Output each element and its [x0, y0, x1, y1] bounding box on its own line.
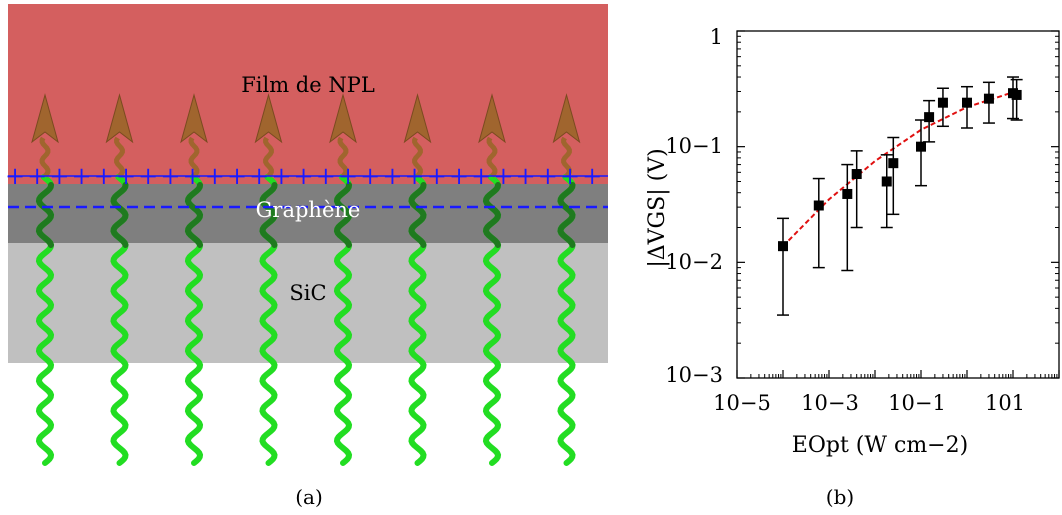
plus-charge: +	[471, 162, 491, 190]
x-axis-title: EOpt (W cm−2)	[792, 433, 968, 458]
emission-arrow-head	[180, 93, 208, 144]
y-tick-label-1: 10−1	[665, 134, 723, 158]
plus-charge: +	[382, 162, 402, 190]
panel-b: 1 10−1 10−2 10−3 10−5 10−3 10−1 101 EOpt…	[645, 25, 1060, 509]
data-point	[983, 93, 994, 104]
plus-charge: +	[160, 162, 180, 190]
photon-wave-in-graphene	[259, 182, 278, 248]
plus-charge: +	[338, 162, 358, 190]
plus-charge: +	[249, 162, 269, 190]
plus-charge: +	[294, 162, 314, 190]
emission-arrow-head	[552, 93, 581, 144]
plus-charge: +	[49, 162, 69, 190]
sic-substrate-layer	[8, 243, 608, 363]
photon-wave-in-graphene	[333, 182, 353, 248]
photon-wave-in-graphene	[35, 182, 55, 248]
data-point	[937, 97, 948, 108]
y-axis-title: |ΔVGS| (V)	[645, 148, 670, 267]
fit-line	[782, 90, 1017, 247]
graphene-label: Graphène	[256, 198, 361, 222]
graphene-layer	[8, 184, 608, 243]
positive-charges: +++++++++++++++++++++++++++	[5, 162, 602, 190]
x-tick-label-0: 10−5	[713, 391, 771, 415]
emission-arrow-head	[478, 93, 506, 144]
plus-charge: +	[427, 162, 447, 190]
plus-charge: +	[360, 162, 380, 190]
photon-wave-in-graphene	[557, 182, 576, 248]
emission-arrow-stem	[39, 136, 51, 178]
plus-charge: +	[493, 162, 513, 190]
plus-charge: +	[205, 162, 225, 190]
caption-a: (a)	[295, 485, 323, 509]
data-point	[1011, 89, 1022, 100]
data-point	[778, 241, 788, 252]
plus-charge: +	[27, 162, 47, 190]
plus-charge: +	[516, 162, 536, 190]
major-ticks	[736, 30, 1060, 379]
data-point	[851, 169, 862, 180]
emission-arrows	[31, 93, 581, 178]
photon-wave-in-graphene	[408, 182, 427, 248]
photon-wave-in-graphene	[110, 182, 129, 248]
y-tick-label-3: 10−3	[665, 363, 723, 387]
data-point	[888, 158, 899, 169]
y-tick-label-0: 1	[710, 25, 723, 49]
incoming-light-waves	[35, 174, 576, 466]
data-point	[842, 188, 853, 199]
plus-charge: +	[560, 162, 580, 190]
plus-charge: +	[227, 162, 247, 190]
caption-b: (b)	[826, 485, 854, 509]
data-point	[881, 176, 892, 187]
emission-arrow-head	[403, 93, 432, 144]
plot-frame	[736, 30, 1060, 379]
emission-arrow-stem	[486, 136, 498, 178]
npl-film-layer	[8, 4, 608, 184]
film-label: Film de NPL	[241, 73, 375, 97]
emission-arrow-stem	[188, 136, 200, 178]
plus-charge: +	[405, 162, 425, 190]
x-tick-label-1: 10−3	[801, 391, 859, 415]
emission-arrow-stem	[337, 136, 349, 178]
photon-wave-in-graphene	[482, 182, 502, 248]
photon-wave-in-graphene	[184, 182, 204, 248]
plus-charge: +	[72, 162, 92, 190]
x-tick-label-2: 10−1	[888, 391, 946, 415]
emission-arrow-head	[105, 93, 134, 144]
panel-a: +++++++++++++++++++++++++++ Film de NPL …	[5, 4, 608, 509]
x-tick-label-3: 101	[985, 391, 1025, 415]
emission-arrow-stem	[114, 136, 125, 178]
data-point	[962, 97, 972, 108]
plus-charge: +	[538, 162, 558, 190]
emission-arrow-stem	[263, 136, 274, 178]
y-tick-label-2: 10−2	[665, 250, 723, 274]
data-point	[916, 141, 926, 152]
emission-arrow-stem	[412, 136, 423, 178]
plus-charge: +	[5, 162, 25, 190]
plus-charge: +	[316, 162, 336, 190]
plus-charge: +	[271, 162, 291, 190]
emission-arrow-stem	[561, 136, 572, 178]
plus-charge: +	[138, 162, 158, 190]
minor-ticks	[737, 35, 1059, 378]
emission-arrow-head	[329, 93, 357, 144]
data-point	[813, 200, 824, 211]
plus-charge: +	[582, 162, 602, 190]
emission-arrow-head	[254, 93, 283, 144]
plus-charge: +	[94, 162, 114, 190]
data-points	[778, 88, 1022, 252]
error-bars	[777, 76, 1023, 316]
plus-charge: +	[183, 162, 203, 190]
emission-arrow-head	[31, 93, 59, 144]
plus-charge: +	[449, 162, 469, 190]
data-point	[924, 112, 935, 123]
sic-label: SiC	[289, 281, 326, 305]
plus-charge: +	[116, 162, 136, 190]
